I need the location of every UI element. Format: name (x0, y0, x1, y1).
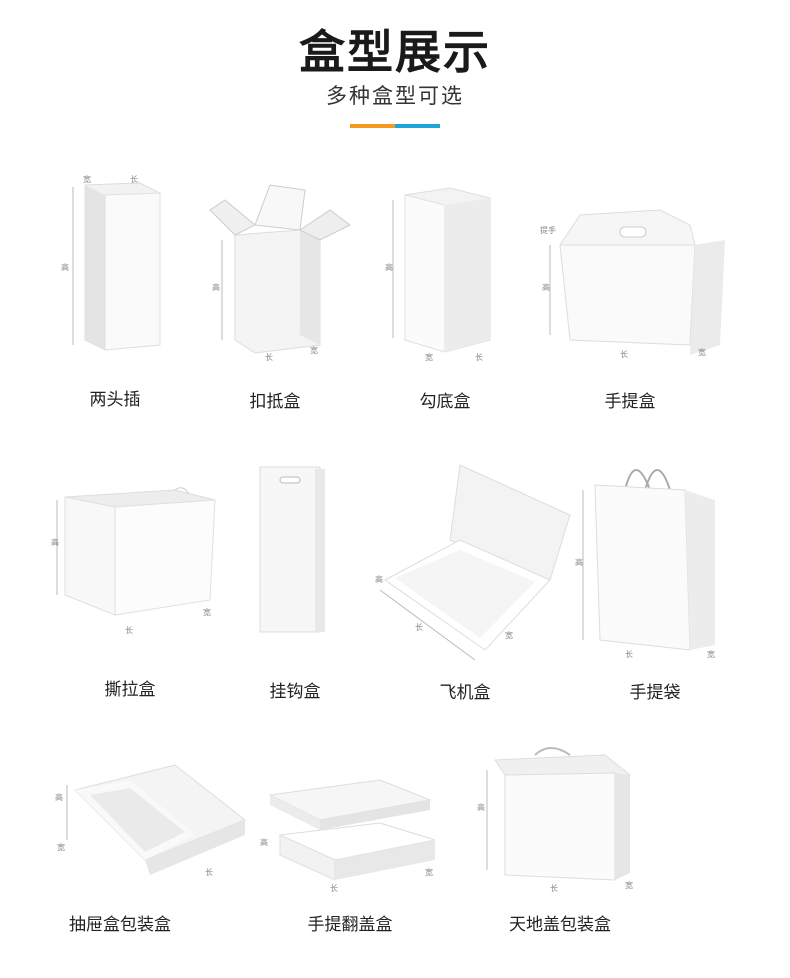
accent-bar-orange (350, 124, 395, 128)
dim-width-label: 宽 (310, 345, 318, 355)
box-label: 扣抵盒 (249, 392, 301, 412)
dim-width-label: 宽 (203, 607, 211, 617)
box-item-mailer: 高 长 宽 飞机盒 (375, 460, 575, 703)
box-item-lid-and-base: 高 长 宽 天地盖包装盒 (475, 745, 645, 935)
box-item-tear-strip: 高 长 宽 撕拉盒 (51, 485, 225, 700)
page-header: 盒型展示 多种盒型可选 (0, 0, 790, 140)
box-label: 天地盖包装盒 (509, 915, 611, 935)
accent-bar-blue (395, 124, 440, 128)
box-item-paper-bag: 高 长 宽 手提袋 (575, 445, 745, 703)
dim-height-label: 高 (385, 262, 393, 272)
dim-width-label: 宽 (625, 880, 633, 890)
box-label: 撕拉盒 (104, 680, 156, 700)
dim-width-label: 宽 (83, 174, 91, 184)
drawer-box-icon: 高 宽 长 (55, 764, 246, 877)
box-item-crash-lock-bottom: 高 宽 长 勾底盒 (385, 180, 515, 412)
mailer-box-icon: 高 长 宽 (375, 464, 571, 661)
crash-lock-bottom-box-icon: 高 宽 长 (385, 187, 491, 362)
page-title: 盒型展示 (299, 25, 491, 79)
box-item-hanging-hook: 挂钩盒 (255, 465, 345, 702)
carry-handle-box-icon: 提手 高 长 宽 (540, 209, 725, 359)
dim-handle-label: 提手 (540, 225, 556, 235)
box-item-flip-lid: 高 长 宽 手提翻盖盒 (260, 775, 445, 935)
box-label: 手提袋 (629, 683, 681, 703)
box-label: 两头插 (89, 390, 141, 410)
dim-length-label: 长 (265, 352, 273, 362)
dim-length-label: 长 (620, 349, 628, 359)
dim-width-label: 宽 (425, 867, 433, 877)
dim-width-label: 宽 (57, 842, 65, 852)
dim-height-label: 高 (477, 802, 485, 812)
tear-strip-box-icon: 高 长 宽 (51, 487, 216, 635)
dim-height-label: 高 (212, 282, 220, 292)
tuck-end-box-icon: 高 宽 长 (61, 174, 161, 351)
box-item-snap-lock: 高 长 宽 扣抵盒 (209, 184, 360, 412)
dim-width-label: 宽 (707, 649, 715, 659)
dim-length-label: 长 (550, 883, 558, 893)
hanging-hook-box-icon (259, 466, 325, 633)
dim-length-label: 长 (330, 883, 338, 893)
box-label: 手提翻盖盒 (307, 915, 393, 935)
dim-length-label: 长 (125, 625, 133, 635)
dim-width-label: 宽 (698, 347, 706, 357)
box-label: 手提盒 (604, 392, 656, 412)
dim-length-label: 长 (475, 352, 483, 362)
snap-lock-box-icon: 高 长 宽 (209, 184, 351, 362)
paper-bag-icon: 高 长 宽 (575, 469, 715, 659)
dim-height-label: 高 (375, 574, 383, 584)
flip-lid-box-icon: 高 长 宽 (260, 779, 436, 893)
dim-height-label: 高 (61, 262, 69, 272)
box-label: 挂钩盒 (269, 682, 321, 702)
dim-height-label: 高 (55, 792, 63, 802)
box-label: 勾底盒 (419, 392, 471, 412)
box-label: 飞机盒 (439, 683, 491, 703)
dim-length-label: 长 (130, 174, 138, 184)
dim-width-label: 宽 (425, 352, 433, 362)
dim-length-label: 长 (415, 622, 423, 632)
dim-width-label: 宽 (505, 630, 513, 640)
dim-length-label: 长 (205, 867, 213, 877)
dim-height-label: 高 (260, 837, 268, 847)
box-label: 抽屉盒包装盒 (69, 915, 171, 935)
dim-length-label: 长 (625, 649, 633, 659)
dim-height-label: 高 (575, 557, 583, 567)
box-item-carry-handle: 提手 高 长 宽 手提盒 (540, 205, 740, 412)
lid-and-base-box-icon: 高 长 宽 (477, 747, 633, 893)
dim-height-label: 高 (542, 282, 550, 292)
box-item-tuck-end: 高 宽 长 两头插 (55, 174, 205, 410)
page-subtitle: 多种盒型可选 (326, 84, 464, 108)
box-item-drawer: 高 宽 长 抽屉盒包装盒 (55, 760, 255, 935)
dim-height-label: 高 (51, 537, 59, 547)
